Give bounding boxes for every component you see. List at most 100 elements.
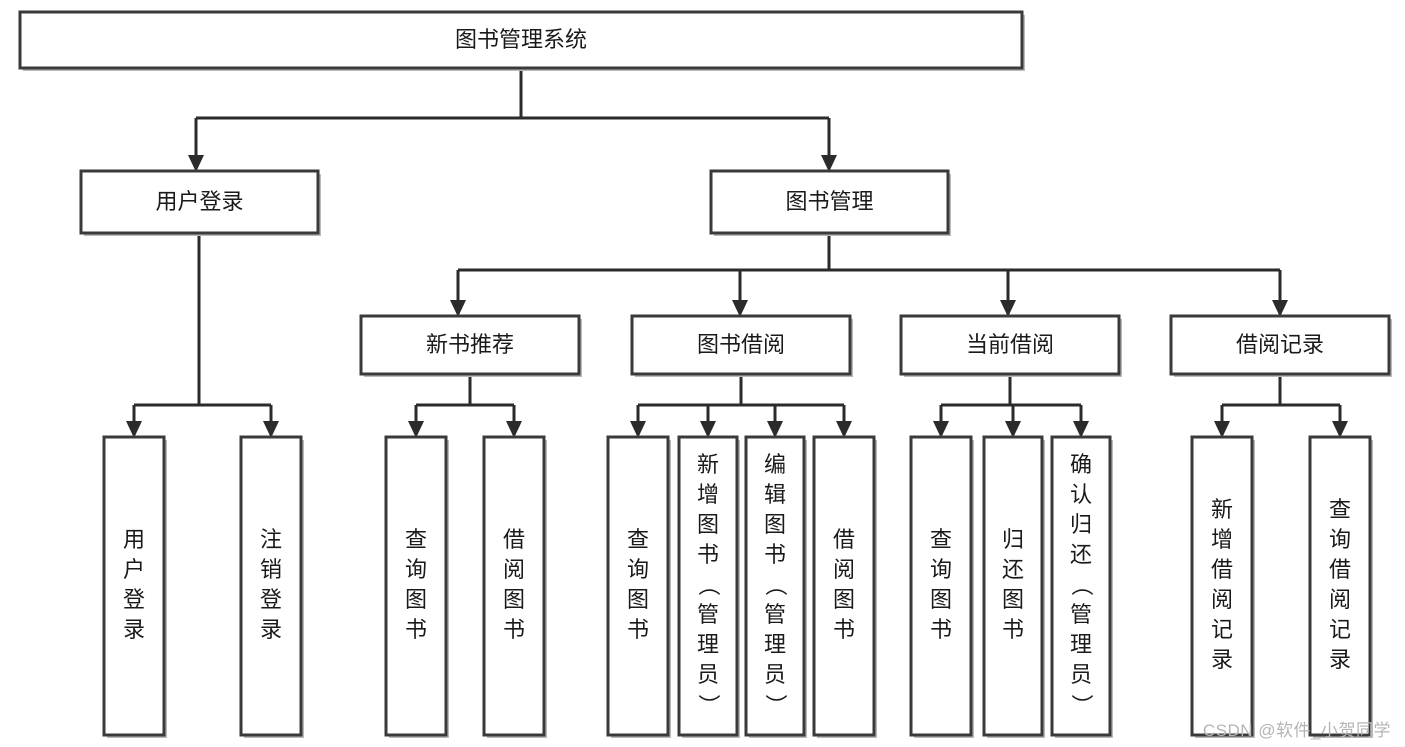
arrow-head-icon — [1073, 421, 1089, 438]
node-rect[interactable] — [899, 314, 1121, 376]
node-label-char: 查 — [1329, 497, 1351, 522]
node-layer: 图书管理系统用户登录图书管理新书推荐图书借阅当前借阅借阅记录用户登录注销登录查询… — [18, 10, 1392, 738]
node-label: 图书借阅 — [697, 332, 785, 357]
csdn-watermark: CSDN @软件_小贺同学 — [1202, 721, 1391, 740]
node-label-char: 归 — [1070, 512, 1092, 537]
node-rect[interactable] — [1050, 435, 1112, 737]
node-label: 用户登录 — [155, 189, 243, 214]
node-leaf-0[interactable]: 用户登录 — [102, 435, 167, 738]
node-label: 图书管理 — [785, 189, 873, 214]
node-label-char: 录 — [260, 617, 282, 642]
node-root-图书管理系统[interactable]: 图书管理系统 — [18, 10, 1025, 71]
node-label-char: 书 — [627, 617, 649, 642]
arrow-head-icon — [821, 155, 837, 172]
node-label-char: 图 — [503, 587, 525, 612]
arrow-head-icon — [1272, 300, 1288, 317]
node-label-char: 新 — [697, 452, 719, 477]
node-label-char: 阅 — [1329, 587, 1351, 612]
node-rect[interactable] — [982, 435, 1044, 737]
node-level3-2[interactable]: 当前借阅 — [899, 314, 1122, 377]
node-rect[interactable] — [384, 435, 448, 737]
node-level3-3[interactable]: 借阅记录 — [1169, 314, 1392, 377]
node-label-char: 管 — [1070, 602, 1092, 627]
node-label-char: 理 — [1070, 632, 1092, 657]
node-label-char: 阅 — [503, 557, 525, 582]
node-label-char: ） — [1069, 694, 1094, 716]
node-label-char: 书 — [833, 617, 855, 642]
arrow-head-icon — [1000, 300, 1016, 317]
node-rect[interactable] — [709, 169, 950, 235]
node-label-char: 注 — [260, 527, 282, 552]
node-label-char: 用 — [123, 527, 145, 552]
node-level2-0[interactable]: 用户登录 — [79, 169, 321, 236]
node-label: 新书推荐 — [426, 332, 514, 357]
node-rect[interactable] — [812, 435, 876, 737]
node-label-char: 录 — [123, 617, 145, 642]
node-label-char: 管 — [764, 602, 786, 627]
node-level3-0[interactable]: 新书推荐 — [359, 314, 582, 377]
node-label-char: 书 — [1002, 617, 1024, 642]
arrow-head-icon — [630, 421, 646, 438]
node-rect[interactable] — [606, 435, 670, 737]
node-label-char: （ — [763, 574, 788, 596]
node-label-char: 图 — [1002, 587, 1024, 612]
arrow-head-icon — [408, 421, 424, 438]
arrow-head-icon — [700, 421, 716, 438]
node-rect[interactable] — [1190, 435, 1254, 737]
node-label-char: 还 — [1002, 557, 1024, 582]
node-level2-1[interactable]: 图书管理 — [709, 169, 951, 236]
node-label-char: 询 — [1329, 527, 1351, 552]
node-level3-1[interactable]: 图书借阅 — [630, 314, 853, 377]
node-rect[interactable] — [239, 435, 303, 737]
arrow-head-icon — [263, 421, 279, 438]
node-label-char: 辑 — [764, 482, 786, 507]
node-label-char: 销 — [260, 557, 282, 582]
node-rect[interactable] — [482, 435, 546, 737]
node-label-char: 书 — [697, 542, 719, 567]
node-label-char: 查 — [405, 527, 427, 552]
node-rect[interactable] — [744, 435, 806, 737]
node-label-char: 书 — [930, 617, 952, 642]
node-rect[interactable] — [630, 314, 852, 376]
node-rect[interactable] — [677, 435, 739, 737]
node-label-char: 借 — [1329, 557, 1351, 582]
node-label-char: 借 — [833, 527, 855, 552]
node-label-char: 记 — [1211, 617, 1233, 642]
node-rect[interactable] — [1169, 314, 1391, 376]
node-label-char: 阅 — [833, 557, 855, 582]
node-label-char: 登 — [260, 587, 282, 612]
node-label-char: 理 — [697, 632, 719, 657]
node-label-char: 查 — [930, 527, 952, 552]
node-rect[interactable] — [359, 314, 581, 376]
node-label-char: 阅 — [1211, 587, 1233, 612]
node-rect[interactable] — [18, 10, 1024, 70]
node-rect[interactable] — [79, 169, 320, 235]
node-label-char: 记 — [1329, 617, 1351, 642]
node-label-char: 询 — [627, 557, 649, 582]
node-rect[interactable] — [102, 435, 166, 737]
node-label-char: 员 — [697, 662, 719, 687]
node-label-char: 图 — [930, 587, 952, 612]
node-label-char: 登 — [123, 587, 145, 612]
node-rect[interactable] — [909, 435, 973, 737]
node-label-char: 编 — [764, 452, 786, 477]
node-label-char: 图 — [697, 512, 719, 537]
node-label-char: 增 — [697, 482, 719, 507]
node-label-char: 确 — [1070, 452, 1092, 477]
arrow-head-icon — [767, 421, 783, 438]
node-label-char: 图 — [627, 587, 649, 612]
node-rect[interactable] — [1308, 435, 1372, 737]
